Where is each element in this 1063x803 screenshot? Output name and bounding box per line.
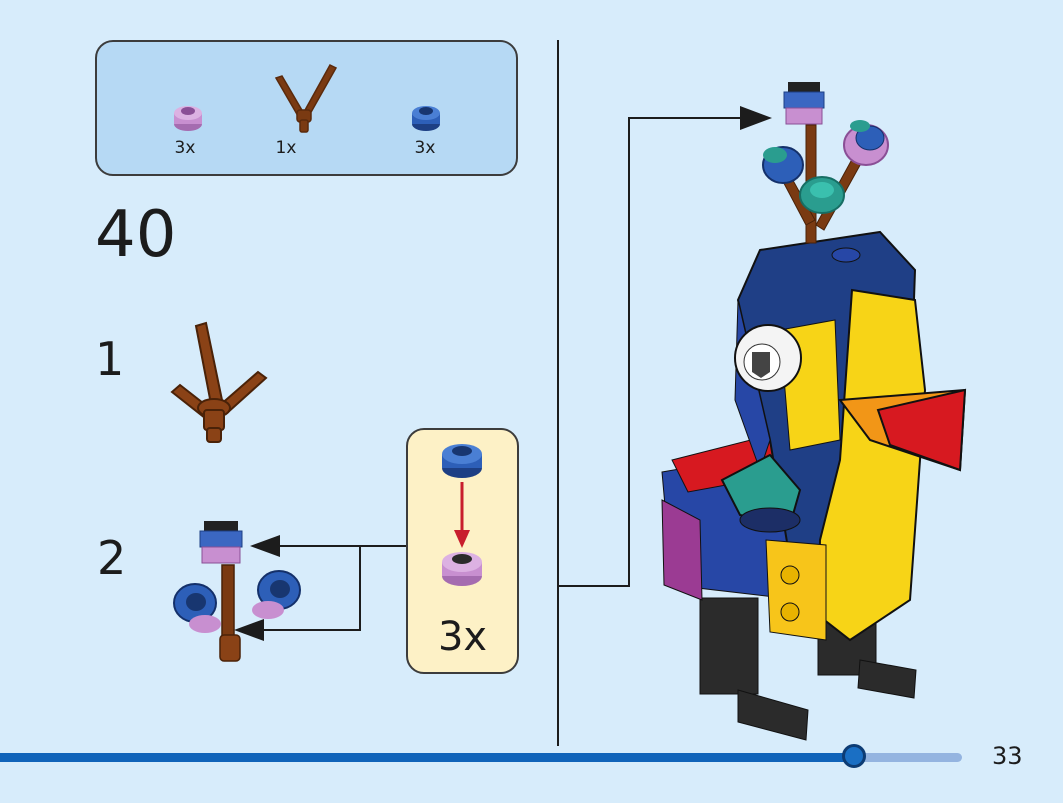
lavender-round-plate-icon [174,106,202,131]
blue-round-plate-icon [412,106,440,131]
callout-blue-plate-icon [442,444,482,478]
progress-knob [842,744,866,768]
step-number: 40 [95,198,177,272]
callout-lavender-plate-icon [442,552,482,586]
panel-divider [557,40,559,746]
assembled-branch-illustration [173,521,301,662]
callout-arrow-icon [454,482,470,548]
progress-fill [0,753,856,762]
callout-connector-arrows [262,545,406,631]
part-count-branch: 1x [275,138,297,158]
branch-piece-illustration [170,321,268,443]
callout-multiplier: 3x [437,614,488,660]
part-count-lavender-plate: 3x [174,138,196,158]
page-number: 33 [992,742,1023,770]
model-connector-arrow [559,106,772,587]
part-count-blue-plate: 3x [414,138,436,158]
arrow-head-icon [250,535,280,557]
substep-label-2: 2 [97,531,127,585]
substep-label-1: 1 [95,332,125,386]
brown-branch-piece-icon [274,64,338,133]
arrow-head-icon [234,619,264,641]
bird-model-illustration [661,82,967,741]
